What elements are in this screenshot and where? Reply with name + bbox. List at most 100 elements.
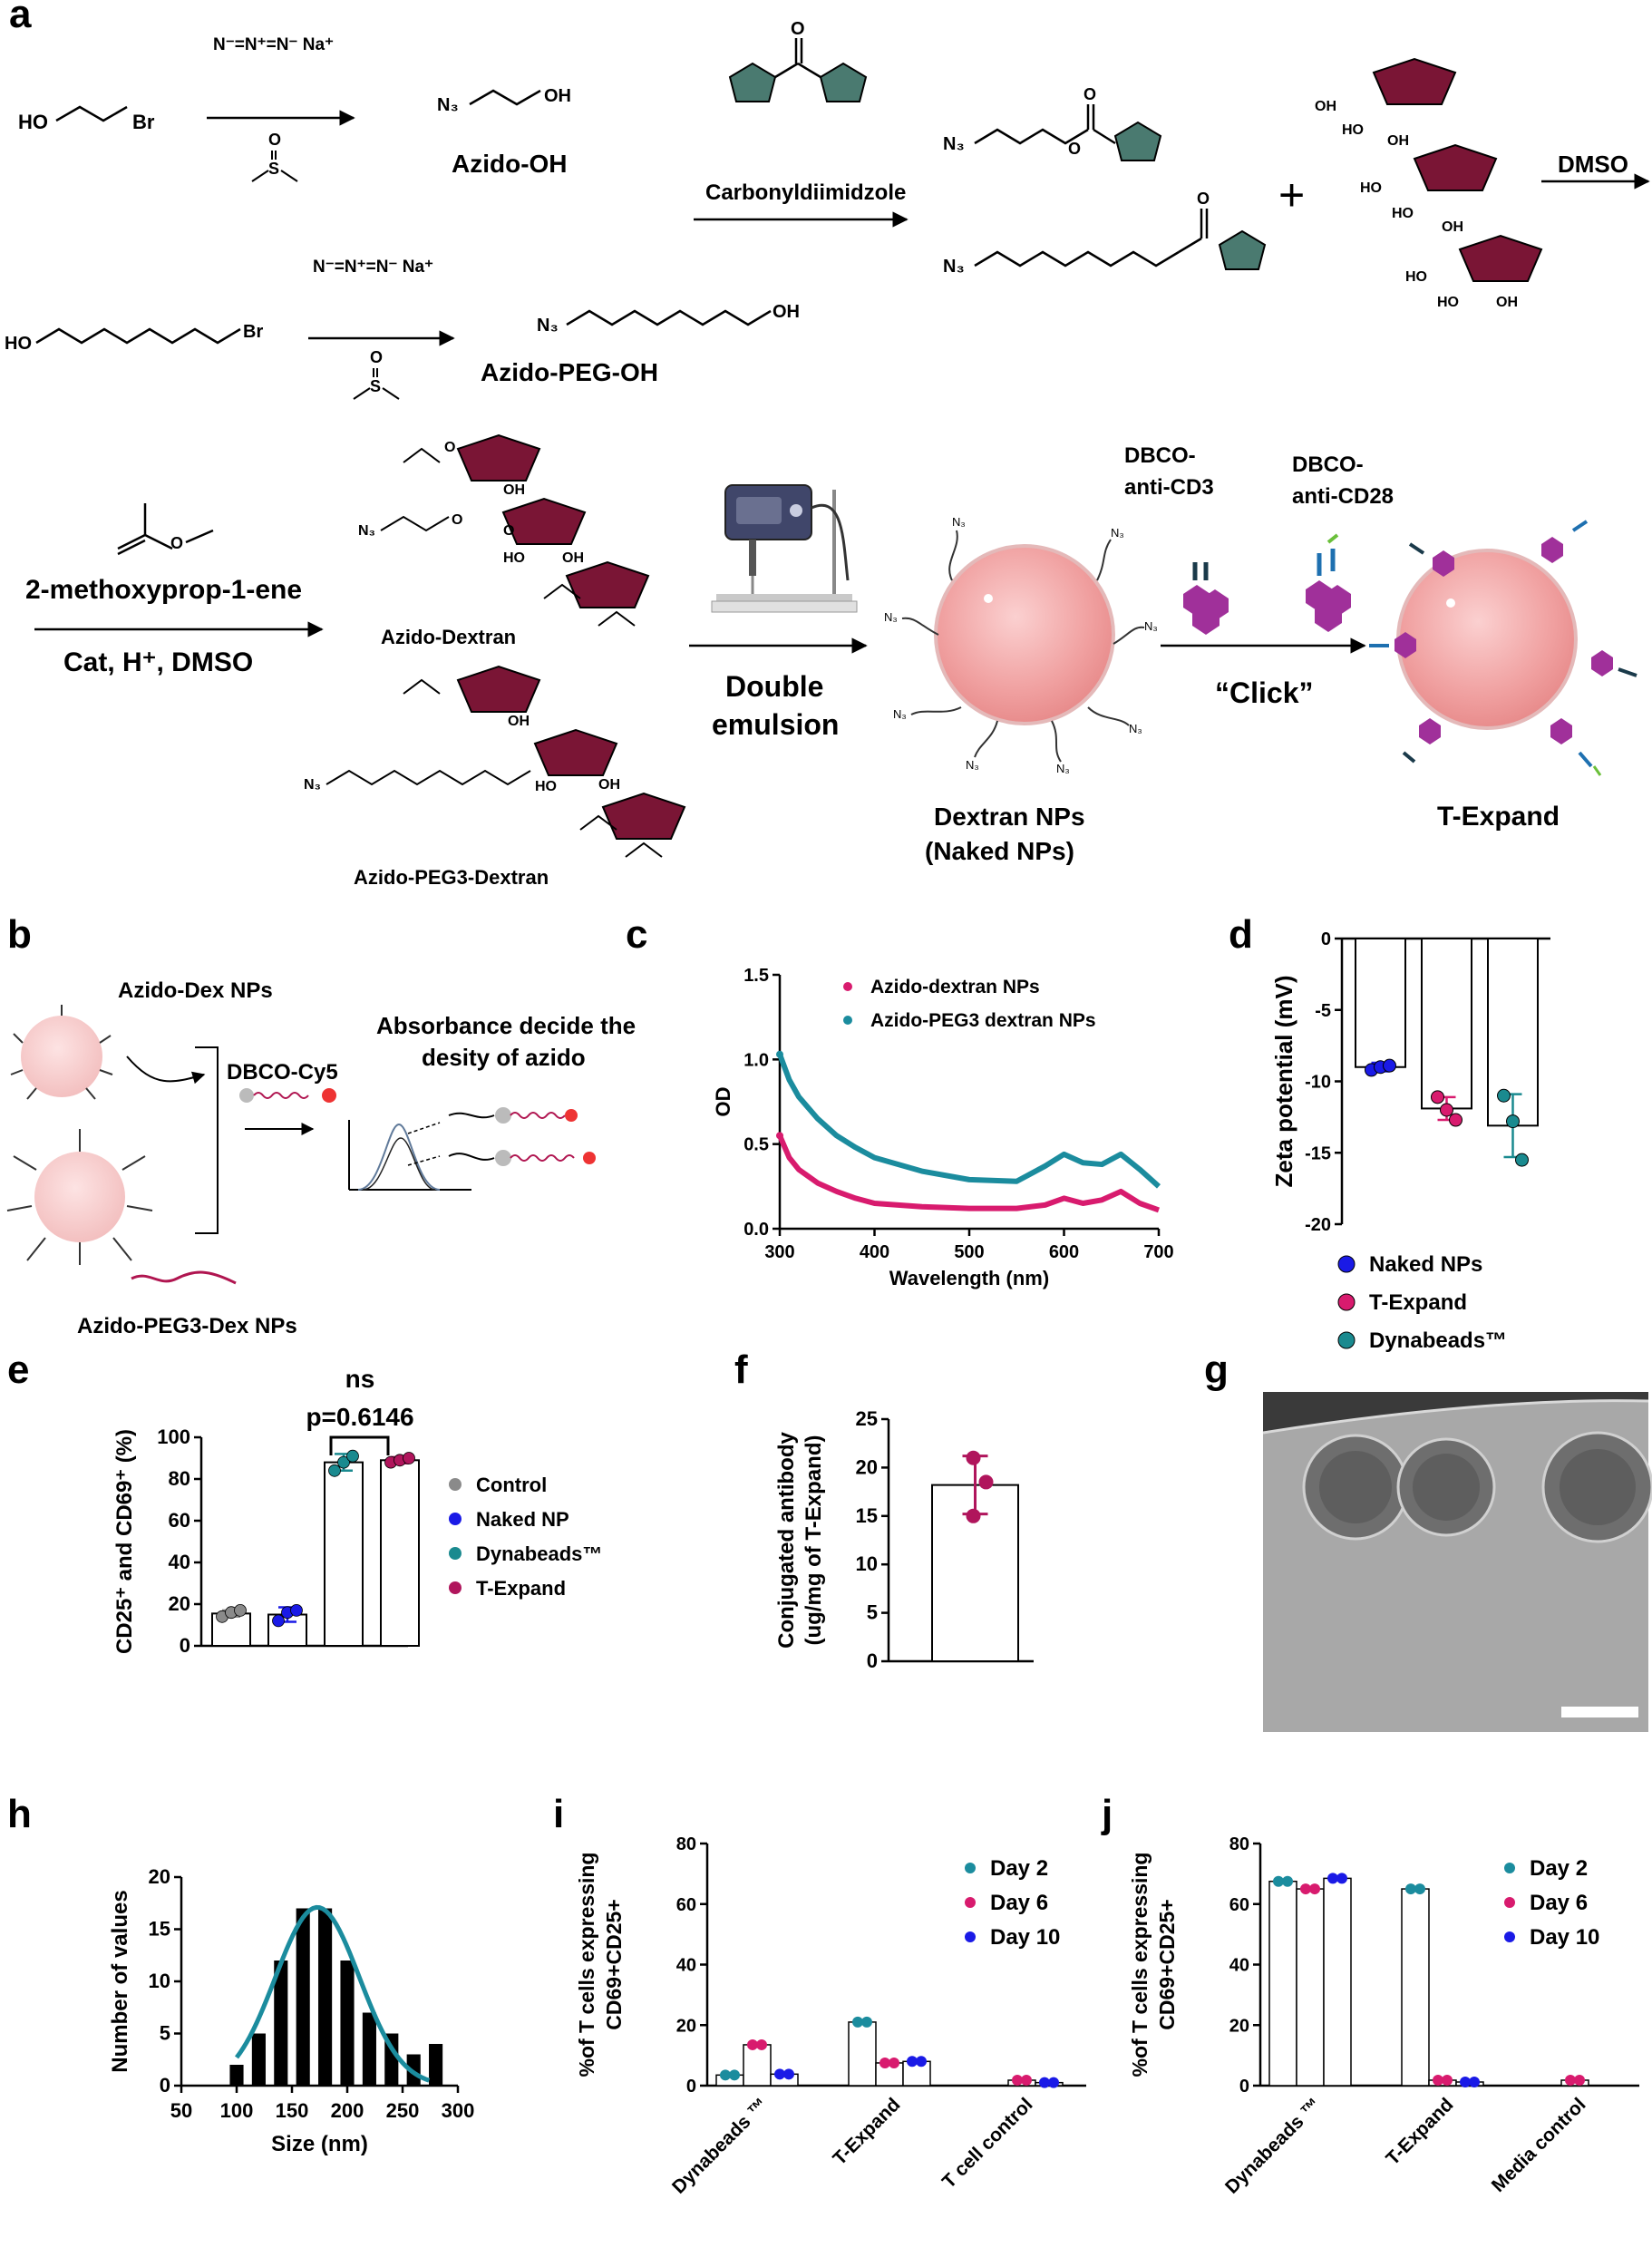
chart-e-point [403,1452,415,1464]
chart-h-y-tick-label: 10 [149,1970,170,1992]
svg-text:N₃: N₃ [1111,526,1124,540]
chart-e-bar [380,1459,420,1648]
chart-h-bar [340,1961,355,2086]
cdi-label: Carbonyldiimidzole [705,180,906,205]
panel-letter-c: c [626,912,647,957]
chart-d-point [1515,1153,1529,1167]
chart-i-y-tick-label: 60 [676,1895,696,1915]
svg-text:O: O [170,534,183,552]
chart-d-y-label: Zeta potential (mV) [1270,975,1297,1187]
chart-i-point [729,2069,740,2081]
chart-c-y-label: OD [712,1087,734,1117]
azide-reagent-1: N⁻=N⁺=N⁻ Na⁺ [213,35,334,54]
chart-i-point [879,2057,890,2068]
chart-f-point [966,1508,981,1523]
chart-e-point [272,1614,285,1628]
chart-h-x-label: Size (nm) [271,2132,368,2156]
dbco-cd3-1: DBCO- [1124,443,1196,468]
azide-reagent-1-text: N⁻=N⁺=N⁻ Na⁺ [213,35,334,54]
chart-j-point [1282,1875,1293,1887]
chart-i-point [756,2038,767,2050]
panel-letter-j: j [1101,1792,1113,1836]
chart-e-y-tick-label: 0 [180,1634,190,1657]
chart-e-point [346,1449,359,1463]
dextran-nanoparticle: N₃ N₃ N₃ N₃ N₃ N₃ N₃ N₃ [884,515,1158,775]
chart-i-point [747,2038,758,2050]
chart-i-point [1048,2077,1059,2088]
chart-d-bar [1421,938,1472,1110]
chart-d-legend-marker [1337,1293,1356,1311]
chart-d-legend-label: Dynabeads™ [1369,1328,1507,1353]
n3-label-2: N₃ [943,257,965,277]
chart-h-bar [318,1908,333,2086]
chart-h-bar [296,1908,310,2086]
chart-i-legend-label: Day 10 [990,1925,1060,1950]
azido-peg-oh-structure: N₃ OH Azido-PEG-OH [481,302,800,386]
dextran-trisaccharide: OH HO OH HO HO OH HO HO OH [1315,57,1543,310]
panel-letter-b: b [7,912,32,957]
svg-text:HO: HO [1392,206,1414,221]
chart-h-bar [274,1961,288,2086]
chart-h-x-tick-label: 250 [386,2099,420,2122]
chart-d-legend-marker [1337,1255,1356,1273]
svg-text:OH: OH [503,482,525,498]
chart-j-category-label: T-Expand [1382,2094,1457,2169]
chart-j-bar [1296,1888,1325,2087]
chart-j-point [1336,1873,1347,1884]
start-1-br: Br [132,111,155,133]
chart-e-y-label: CD25⁺ and CD69⁺ (%) [112,1429,137,1654]
panel-letter-f: f [734,1348,748,1392]
chart-h-bar [429,2044,443,2086]
chart-d-legend-label: Naked NPs [1369,1252,1482,1277]
svg-text:S: S [370,377,381,395]
chart-c-legend-label: Azido-PEG3 dextran NPs [870,1010,1096,1031]
svg-text:O: O [444,440,455,455]
azido-peg-n3: N₃ [537,316,559,336]
chart-j-point [1309,1883,1320,1895]
dbco-cd3-2: anti-CD3 [1124,475,1214,500]
chart-i-y-tick-label: 80 [676,1834,696,1854]
azido-peg3-dex-np-icon [6,1129,153,1265]
chart-j-legend-marker [1504,1897,1515,1908]
dmso-structure-2: O S [353,348,400,400]
anti-cd28-icon [1306,533,1351,632]
azido-dextran-label: Azido-Dextran [381,626,516,648]
chart-j-legend-label: Day 10 [1530,1925,1599,1950]
chart-i-point [1039,2077,1050,2088]
dmso-structure-1: O S [251,131,298,182]
panel-letter-e: e [7,1348,29,1392]
svg-text:O: O [503,523,514,539]
svg-text:OH: OH [1387,133,1409,149]
panel-letter-a: a [9,0,32,36]
step2-reagent: 2-methoxyprop-1-ene [25,575,302,605]
svg-text:O: O [791,19,805,39]
svg-text:OH: OH [1442,219,1463,235]
start-2-br: Br [243,322,263,342]
chart-i-bar [875,2062,904,2087]
chart-i-point [907,2056,918,2068]
chart-j-point [1273,1875,1284,1887]
bracket-b [195,1046,219,1234]
chart-i-legend-marker [965,1897,976,1908]
peg-chain-icon [131,1270,237,1285]
peg-bromide-structure: HO Br [5,322,263,354]
svg-text:N₃: N₃ [952,515,966,529]
chart-c-x-label: Wavelength (nm) [889,1267,1049,1289]
chart-i-category-label: T-Expand [829,2094,904,2169]
chart-j-category-label: Dynabeads ™ [1221,2094,1325,2197]
chart-j-legend-label: Day 6 [1530,1891,1588,1915]
chart-h-bar [229,2065,244,2086]
chart-i-point [889,2057,899,2068]
chart-i-point [783,2068,794,2080]
chart-c-series-point [776,1050,783,1058]
chart-h-x-tick-label: 50 [170,2099,192,2122]
chart-i-bar [902,2060,931,2087]
chart-i-point [774,2068,785,2080]
chart-e-y-tick-label: 80 [169,1467,190,1490]
chart-e-legend-label: Naked NP [476,1508,569,1531]
chart-i-bar [743,2044,772,2087]
chart-j-bar [1401,1888,1430,2087]
